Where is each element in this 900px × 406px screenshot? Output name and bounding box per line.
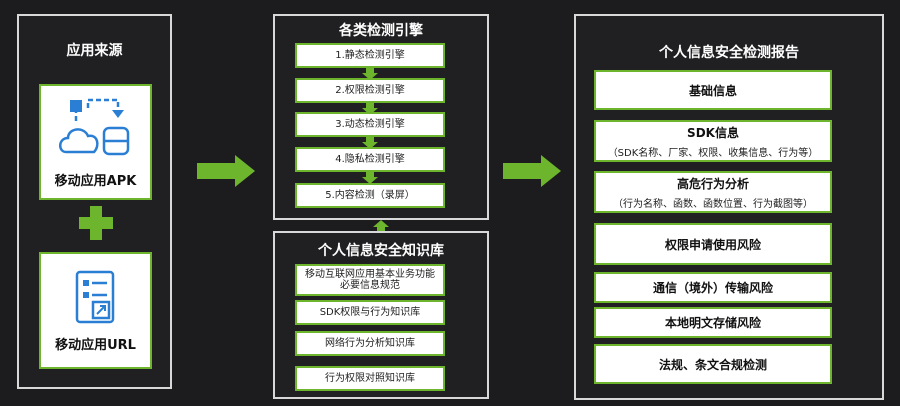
down-arrow-icon [362, 172, 378, 184]
report-item: 权限申请使用风险 [594, 223, 832, 265]
knowledge-item: SDK权限与行为知识库 [295, 300, 445, 325]
report-item: 高危行为分析 （行为名称、函数、函数位置、行为截图等） [594, 171, 832, 213]
engine-item: 2.权限检测引擎 [295, 78, 445, 103]
down-arrow-icon [362, 137, 378, 149]
report-item: 通信（境外）传输风险 [594, 272, 832, 303]
engine-item: 4.隐私检测引擎 [295, 147, 445, 172]
report-item: SDK信息 （SDK名称、厂家、权限、收集信息、行为等） [594, 120, 832, 162]
plus-icon [79, 206, 113, 240]
right-arrow-icon [197, 155, 255, 187]
knowledge-title: 个人信息安全知识库 [318, 243, 444, 259]
knowledge-item: 行为权限对照知识库 [295, 366, 445, 391]
engine-item: 3.动态检测引擎 [295, 112, 445, 137]
report-panel: 个人信息安全检测报告 基础信息 SDK信息 （SDK名称、厂家、权限、收集信息、… [574, 14, 884, 400]
engine-item: 5.内容检测（录屏） [295, 183, 445, 208]
up-arrow-icon [373, 220, 389, 232]
engines-panel: 各类检测引擎 1.静态检测引擎 2.权限检测引擎 3.动态检测引擎 4.隐私检测… [273, 14, 489, 220]
report-item-main: 法规、条文合规检测 [658, 357, 767, 372]
sources-panel: 应用来源 移动应用APK 移动应用URL [17, 14, 172, 389]
report-item-main: 通信（境外）传输风险 [652, 281, 773, 295]
url-label: 移动应用URL [55, 338, 136, 353]
right-arrow-icon [503, 155, 561, 187]
sources-title: 应用来源 [66, 43, 123, 59]
knowledge-item: 移动互联网应用基本业务功能必要信息规范 [295, 264, 445, 296]
report-item: 基础信息 [594, 70, 832, 110]
apk-card: 移动应用APK [39, 84, 152, 200]
down-arrow-icon [362, 103, 378, 115]
report-item-main: 权限申请使用风险 [664, 237, 761, 252]
web-form-icon [75, 270, 114, 324]
report-item-main: 本地明文存储风险 [664, 316, 761, 330]
report-item: 本地明文存储风险 [594, 307, 832, 338]
apk-label: 移动应用APK [54, 173, 137, 189]
knowledge-panel: 个人信息安全知识库 移动互联网应用基本业务功能必要信息规范 SDK权限与行为知识… [273, 231, 489, 399]
report-item-sub: （行为名称、函数、函数位置、行为截图等） [613, 198, 813, 210]
report-item-main: SDK信息 [687, 125, 739, 140]
down-arrow-icon [362, 68, 378, 80]
report-title: 个人信息安全检测报告 [659, 45, 799, 61]
report-item-main: 高危行为分析 [676, 176, 749, 191]
report-item-sub: （SDK名称、厂家、权限、收集信息、行为等） [607, 147, 819, 159]
url-card: 移动应用URL [39, 252, 152, 369]
report-item-main: 基础信息 [688, 83, 737, 98]
engine-item: 1.静态检测引擎 [295, 43, 445, 68]
knowledge-item: 网络行为分析知识库 [295, 331, 445, 356]
report-item: 法规、条文合规检测 [594, 344, 832, 384]
cloud-storage-icon [58, 98, 129, 155]
engines-title: 各类检测引擎 [339, 23, 423, 39]
